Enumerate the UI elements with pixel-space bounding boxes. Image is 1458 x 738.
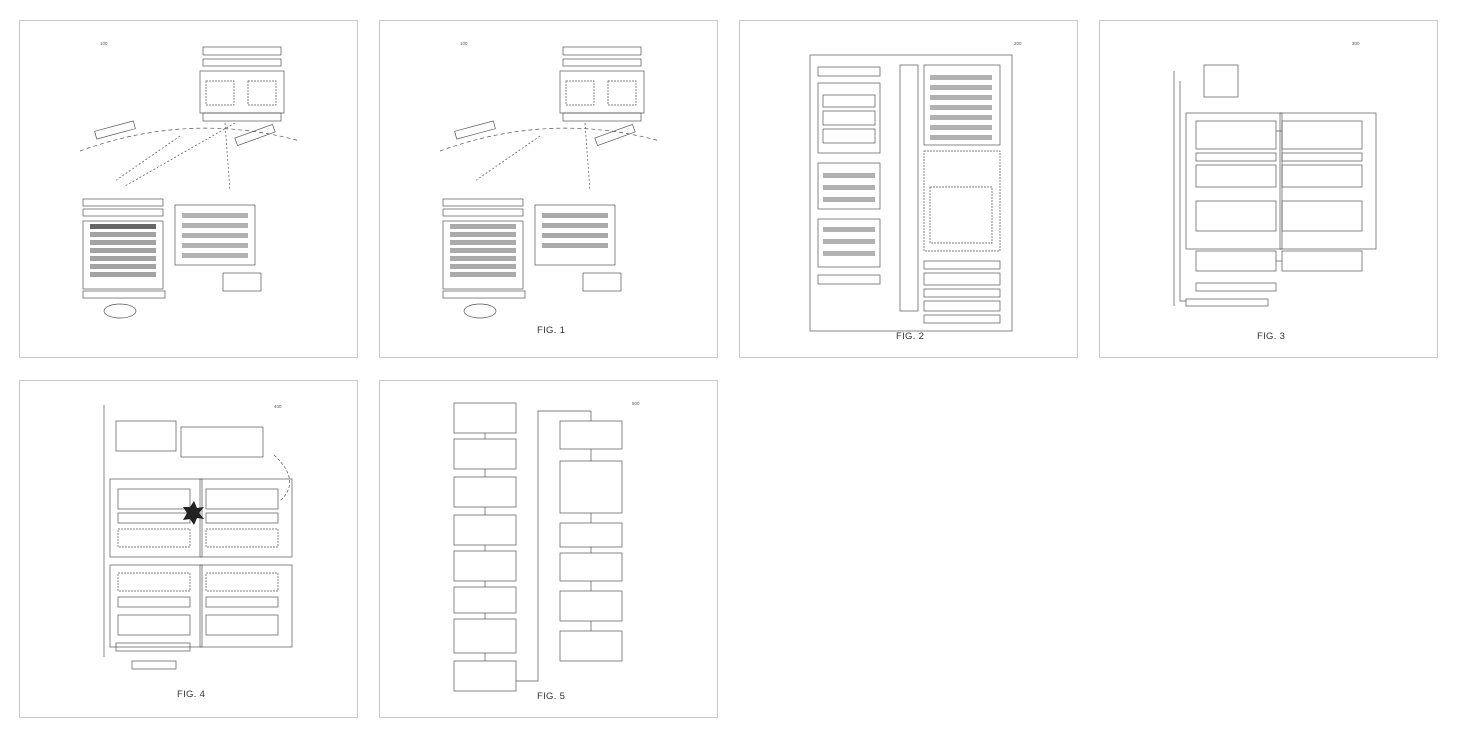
- flowchart-figure: [453, 402, 623, 692]
- patent-sheet-thumbnail-2[interactable]: 100 FIG. 1: [379, 20, 718, 358]
- figure-reference-number: 100: [460, 41, 468, 46]
- figure-reference-number: 500: [632, 401, 640, 406]
- patent-sheet-thumbnail-1[interactable]: 100: [19, 20, 358, 358]
- network-diagram-figure: [79, 46, 301, 319]
- block-diagram-figure: [809, 54, 1013, 332]
- figure-caption: FIG. 1: [537, 325, 566, 336]
- figure-caption: FIG. 4: [177, 689, 206, 700]
- figure-reference-number: 200: [1014, 41, 1022, 46]
- figure-caption: FIG. 2: [896, 331, 925, 342]
- network-diagram-figure: [439, 46, 661, 319]
- patent-sheet-thumbnail-5[interactable]: 400 FIG. 4: [19, 380, 358, 718]
- figure-caption: FIG. 5: [537, 691, 566, 702]
- patent-sheet-thumbnail-6[interactable]: 500 FIG. 5: [379, 380, 718, 718]
- patent-sheet-thumbnail-3[interactable]: 200 FIG. 2: [739, 20, 1078, 358]
- modem-diagram-figure: [1173, 64, 1377, 307]
- figure-reference-number: 300: [1352, 41, 1360, 46]
- failover-diagram-figure: [103, 405, 293, 670]
- figure-reference-number: 400: [274, 404, 282, 409]
- figure-caption: FIG. 3: [1257, 331, 1286, 342]
- patent-sheet-thumbnail-4[interactable]: 300 FIG. 3: [1099, 20, 1438, 358]
- figure-reference-number: 100: [100, 41, 108, 46]
